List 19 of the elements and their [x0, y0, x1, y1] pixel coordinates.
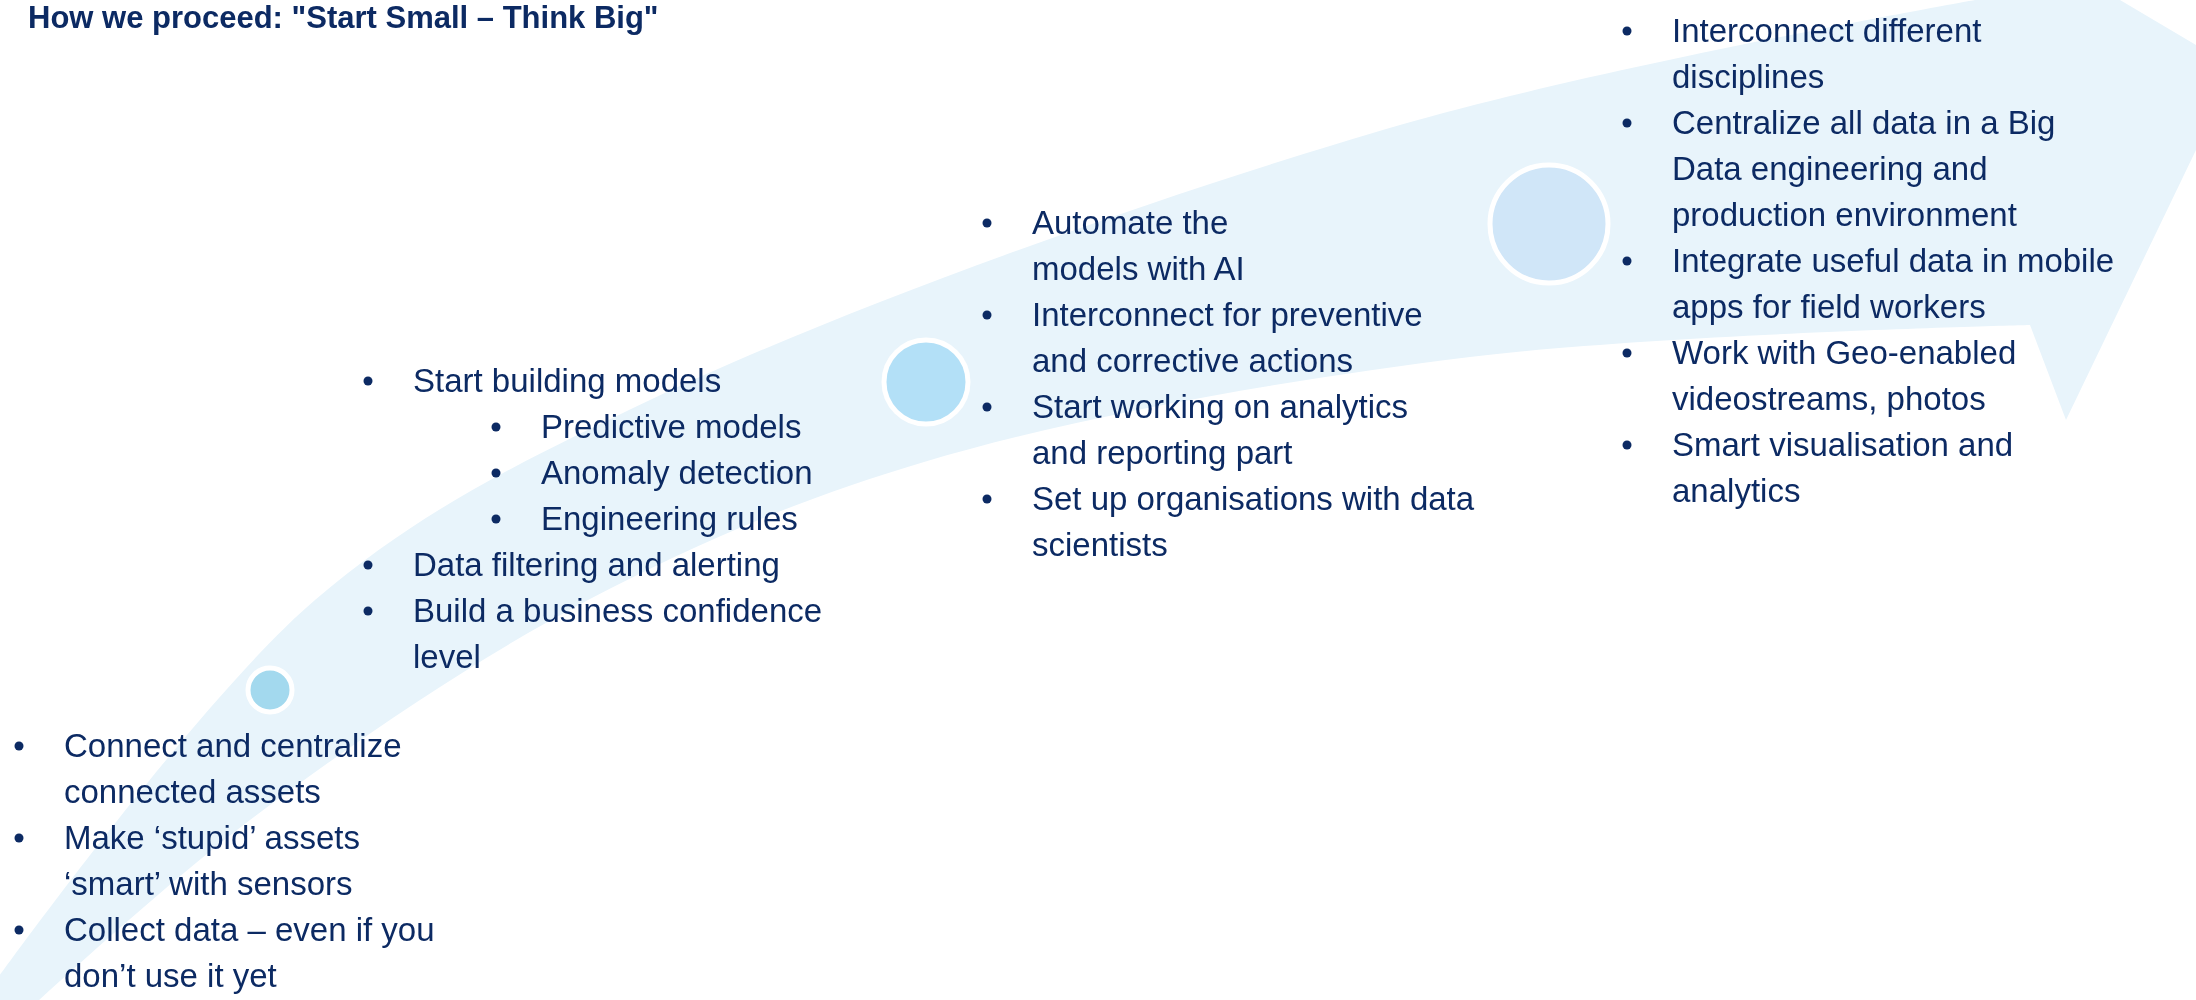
- bullet-text: Build a business confidence level: [413, 592, 823, 675]
- bullet-text: Smart visualisation and analytics: [1672, 426, 2014, 509]
- bullet-text: Make ‘stupid’ assets ‘smart’ with sensors: [64, 819, 360, 902]
- bullet-text: Set up organisations with data scientists: [1032, 480, 1475, 563]
- bullet-text: Start building models: [413, 362, 722, 399]
- bullet-text: Data filtering and alerting: [413, 546, 780, 583]
- bullet-text: Centralize all data in a Big Data engineering and production environment: [1672, 104, 2056, 233]
- bullet-text: Predictive models: [541, 408, 802, 445]
- bullet-text: Automate the models with AI: [1032, 204, 1245, 287]
- bullet-text: Connect and centralize connected assets: [64, 727, 402, 810]
- bullet-text: Engineering rules: [541, 500, 798, 537]
- bullet-text: Integrate useful data in mobile apps for field workers: [1672, 242, 2115, 325]
- bullet-text: Interconnect for preventive and corrective actions: [1032, 296, 1423, 379]
- bullet-text: Start working on analytics and reporting part: [1032, 388, 1408, 471]
- bullet-text: Interconnect different disciplines: [1672, 12, 1982, 95]
- title: How we proceed: "Start Small – Think Big": [28, 0, 659, 36]
- bullet-text: Collect data – even if you don’t use it yet: [64, 911, 435, 994]
- bullet-text: Work with Geo-enabled videostreams, photos: [1672, 334, 2017, 417]
- bullet-text: Anomaly detection: [541, 454, 813, 491]
